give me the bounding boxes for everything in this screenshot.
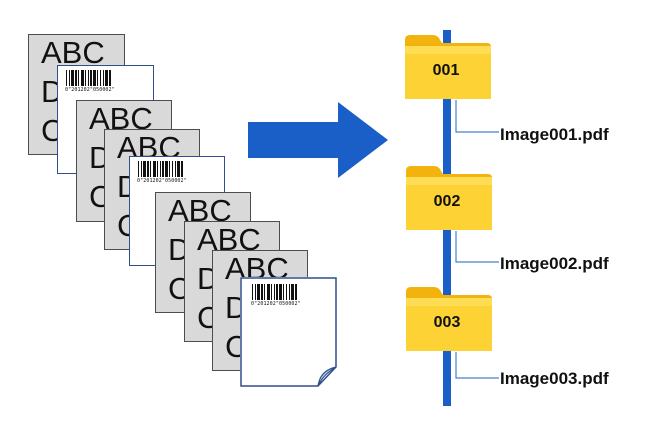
folder-label: 001 xyxy=(432,62,460,79)
barcode: 0"201202"050002" xyxy=(137,161,187,185)
page-text-line: ABC xyxy=(41,35,105,70)
curled-page-outline xyxy=(240,277,337,387)
folder-icon: 001 xyxy=(403,32,493,102)
pdf-file-label: Image003.pdf xyxy=(500,369,609,388)
folder-icon: 002 xyxy=(404,163,494,233)
folder-icon: 003 xyxy=(404,284,494,354)
barcode-number: 0"201202"050002" xyxy=(65,87,115,93)
pdf-file-label: Image001.pdf xyxy=(500,125,609,144)
barcode: 0"201202"050002" xyxy=(251,284,301,308)
connector-line xyxy=(455,100,499,133)
connector-line xyxy=(455,231,499,263)
barcode-separator-sheet: 0"201202"050002" xyxy=(240,277,337,387)
right-arrow-icon xyxy=(248,102,388,178)
barcode-bars xyxy=(138,161,183,177)
folder-label: 002 xyxy=(433,193,461,210)
barcode-bars xyxy=(252,284,297,300)
barcode-number: 0"201202"050002" xyxy=(137,178,187,184)
connector-line xyxy=(455,352,499,379)
barcode-number: 0"201202"050002" xyxy=(251,301,301,307)
pdf-file-label: Image002.pdf xyxy=(500,254,609,273)
barcode-bars xyxy=(66,70,111,86)
barcode: 0"201202"050002" xyxy=(65,70,115,94)
folder-label: 003 xyxy=(433,314,461,331)
